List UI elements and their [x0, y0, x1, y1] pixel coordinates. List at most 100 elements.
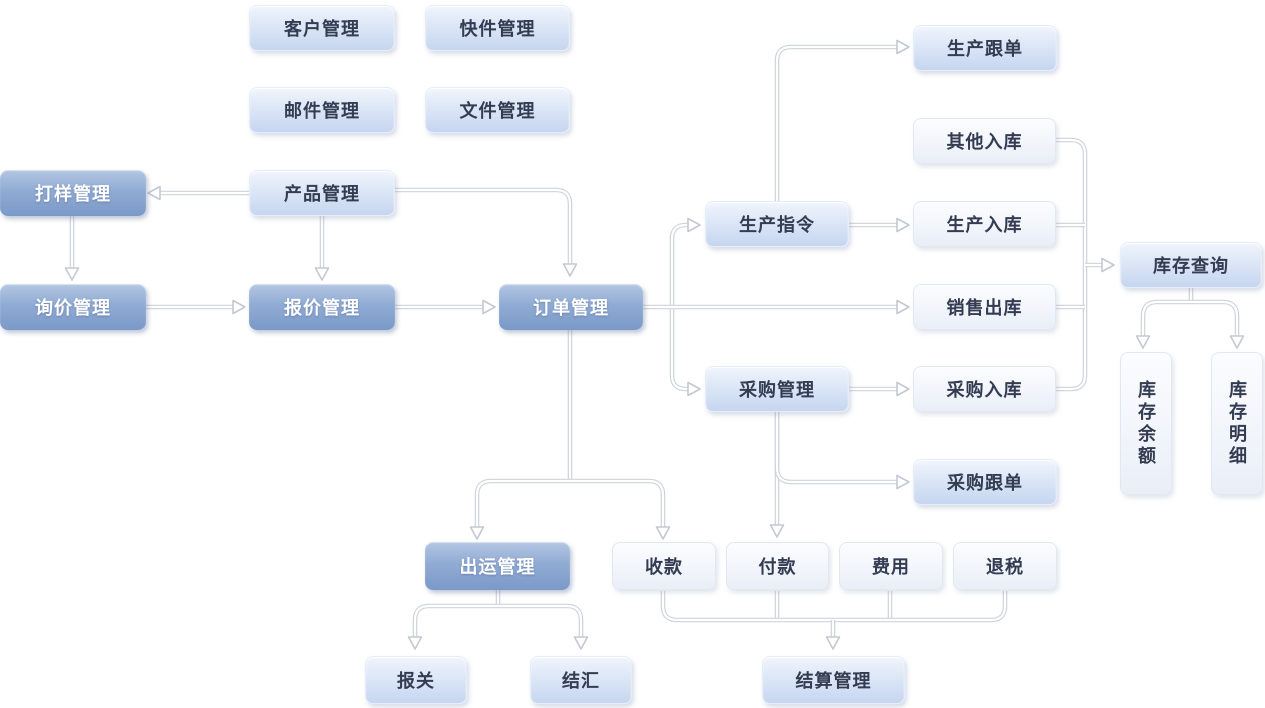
- node-production-followup[interactable]: 生产跟单: [913, 25, 1057, 71]
- node-label: 生产入库: [946, 215, 1023, 235]
- node-label: 报价管理: [284, 298, 360, 318]
- node-label: 出运管理: [459, 557, 536, 577]
- node-production-order[interactable]: 生产指令: [705, 201, 849, 247]
- node-label: 快件管理: [459, 19, 536, 39]
- node-label: 采购跟单: [947, 473, 1023, 493]
- arrowhead-icon: [482, 299, 496, 315]
- connector-line: [670, 223, 689, 307]
- arrowhead-icon: [896, 474, 910, 490]
- connector-line: [395, 187, 573, 265]
- connector-line: [661, 591, 833, 622]
- node-purchase[interactable]: 采购管理: [705, 366, 849, 412]
- node-order[interactable]: 订单管理: [499, 284, 643, 330]
- node-production-inbound[interactable]: 生产入库: [913, 201, 1056, 247]
- connector-line: [670, 307, 689, 391]
- node-label: 询价管理: [35, 298, 111, 318]
- connector-line: [474, 478, 666, 529]
- node-label: 费用: [872, 557, 910, 577]
- connector-line: [775, 412, 898, 484]
- arrowhead-icon: [1135, 335, 1151, 349]
- node-label: 退税: [986, 557, 1024, 577]
- node-tax-refund[interactable]: 退税: [953, 542, 1057, 590]
- node-label: 付款: [758, 557, 797, 577]
- node-label: 邮件管理: [284, 101, 360, 121]
- arrowhead-icon: [232, 299, 246, 315]
- node-other-inbound[interactable]: 其他入库: [913, 118, 1056, 164]
- node-document[interactable]: 文件管理: [425, 87, 570, 133]
- node-label: 结算管理: [795, 671, 872, 691]
- connector-line: [1141, 300, 1239, 338]
- connector-line: [775, 45, 898, 201]
- node-sampling[interactable]: 打样管理: [0, 170, 146, 216]
- connector-line: [412, 603, 584, 640]
- node-customs[interactable]: 报关: [365, 656, 467, 704]
- arrowhead-icon: [147, 185, 161, 201]
- node-sales-outbound[interactable]: 销售出库: [913, 284, 1056, 330]
- arrowhead-icon: [573, 636, 589, 650]
- node-label: 文件管理: [459, 101, 536, 121]
- node-label: 生产跟单: [947, 39, 1023, 59]
- node-label: 其他入库: [946, 132, 1023, 152]
- node-label: 库存查询: [1153, 256, 1229, 276]
- arrowhead-icon: [1229, 335, 1245, 349]
- arrowhead-icon: [1101, 257, 1115, 273]
- node-purchase-followup[interactable]: 采购跟单: [913, 459, 1057, 505]
- connector-line: [1056, 137, 1088, 392]
- arrowhead-icon: [896, 39, 910, 55]
- connector-line: [833, 591, 1008, 623]
- node-mail[interactable]: 邮件管理: [249, 87, 395, 133]
- node-label: 客户管理: [284, 19, 360, 39]
- arrowhead-icon: [314, 267, 330, 281]
- node-label: 生产指令: [739, 215, 815, 235]
- connector-line: [774, 44, 898, 201]
- node-label: 销售出库: [946, 298, 1023, 318]
- node-label: 库存明细: [1227, 379, 1247, 468]
- node-shipping[interactable]: 出运管理: [425, 542, 570, 590]
- node-label: 打样管理: [35, 184, 111, 204]
- node-payment[interactable]: 付款: [726, 542, 829, 590]
- arrowhead-icon: [407, 636, 423, 650]
- node-label: 收款: [645, 557, 683, 577]
- node-label: 报关: [397, 671, 435, 691]
- connector-line: [1056, 138, 1087, 391]
- node-inventory-balance[interactable]: 库存余额: [1120, 352, 1172, 495]
- arrowhead-icon: [896, 299, 910, 315]
- arrowhead-icon: [769, 524, 785, 538]
- node-label: 库存余额: [1136, 379, 1156, 468]
- node-express[interactable]: 快件管理: [425, 5, 570, 51]
- node-purchase-inbound[interactable]: 采购入库: [913, 366, 1056, 412]
- connector-line: [669, 307, 689, 392]
- connector-line: [774, 412, 898, 485]
- node-label: 订单管理: [533, 298, 609, 318]
- node-quotation[interactable]: 报价管理: [249, 284, 395, 330]
- arrowhead-icon: [687, 381, 701, 397]
- arrowhead-icon: [896, 381, 910, 397]
- arrowhead-icon: [655, 526, 671, 540]
- node-expense[interactable]: 费用: [839, 542, 943, 590]
- connector-line: [669, 222, 689, 307]
- arrowhead-icon: [896, 217, 910, 233]
- node-customer[interactable]: 客户管理: [249, 5, 395, 51]
- arrowhead-icon: [687, 217, 701, 233]
- node-inquiry[interactable]: 询价管理: [0, 284, 146, 330]
- connector-line: [475, 479, 665, 529]
- arrowhead-icon: [469, 526, 485, 540]
- connector-line: [395, 188, 572, 265]
- node-label: 结汇: [562, 671, 600, 691]
- connector-line: [1140, 299, 1240, 338]
- node-exchange[interactable]: 结汇: [530, 656, 632, 704]
- connector-line: [413, 604, 583, 640]
- connector-line: [833, 591, 1007, 622]
- node-settlement[interactable]: 结算管理: [762, 656, 905, 704]
- node-inventory-query[interactable]: 库存查询: [1120, 242, 1262, 288]
- node-label: 采购管理: [739, 380, 815, 400]
- arrowhead-icon: [825, 636, 841, 650]
- node-inventory-detail[interactable]: 库存明细: [1211, 352, 1263, 495]
- arrowhead-icon: [562, 263, 578, 277]
- arrowhead-icon: [64, 267, 80, 281]
- node-receipt[interactable]: 收款: [612, 542, 716, 590]
- node-product[interactable]: 产品管理: [249, 170, 395, 216]
- connector-line: [660, 591, 833, 623]
